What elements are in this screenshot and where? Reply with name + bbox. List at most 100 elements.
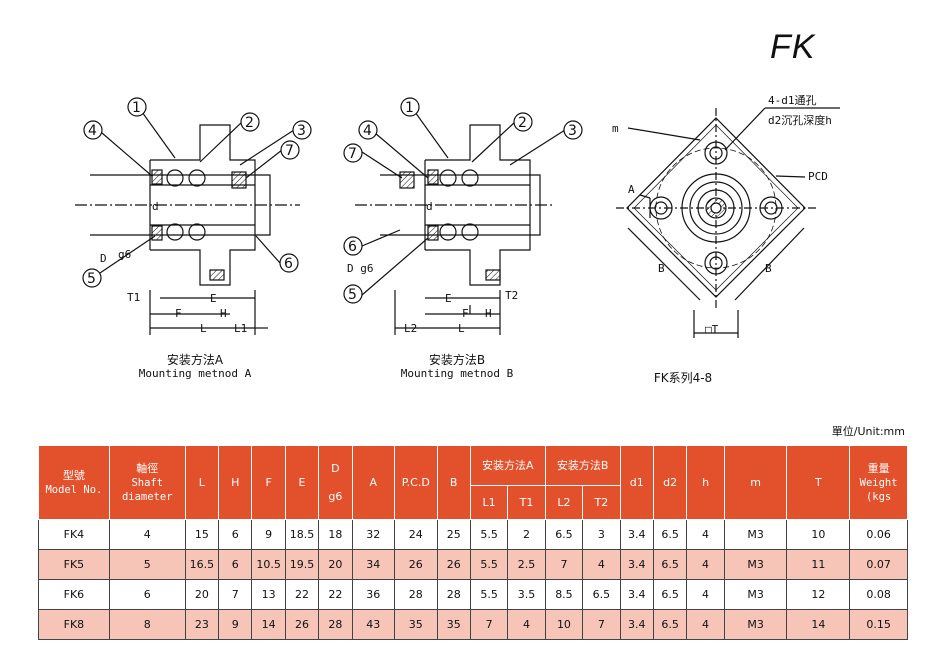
table-cell: 9 <box>251 519 286 550</box>
table-cell: 25 <box>436 519 471 550</box>
label-L1: L1 <box>234 322 247 335</box>
header-T2: T2 <box>582 485 621 520</box>
table-cell: 4 <box>686 609 725 640</box>
label-T2: T2 <box>505 289 518 302</box>
table-cell: 8 <box>108 609 186 640</box>
label-B-right: B <box>765 262 772 275</box>
label-m: m <box>612 122 619 135</box>
table-cell: 18.5 <box>284 519 320 550</box>
table-cell: 6.5 <box>652 579 688 610</box>
label-H: H <box>485 307 492 320</box>
table-cell: 13 <box>251 579 286 610</box>
table-cell: 4 <box>686 519 725 550</box>
table-cell: 9 <box>218 609 253 640</box>
table-cell: 5.5 <box>469 579 509 610</box>
header-d1: d1 <box>619 445 654 520</box>
unit-label: 單位/Unit:mm <box>831 425 905 438</box>
technical-drawings: 1 2 3 4 5 6 7 d D g6 T1 E F H L L1 <box>75 94 840 338</box>
table-cell: M3 <box>723 549 788 580</box>
label-6: 6 <box>348 239 357 255</box>
table-cell: 3.5 <box>507 579 546 610</box>
label-2: 2 <box>245 115 254 131</box>
label-F: F <box>175 307 182 320</box>
table-cell: 7 <box>469 609 509 640</box>
label-L: L <box>458 322 465 335</box>
figure-c-labels: 4-d1通孔 d2沉孔深度h m A PCD B B □T <box>612 94 832 336</box>
table-cell: 4 <box>686 549 725 580</box>
figure-a-mounting-method-a <box>75 111 300 335</box>
table-cell: FK6 <box>38 579 110 610</box>
table-cell: 7 <box>582 609 621 640</box>
table-cell: 23 <box>184 609 220 640</box>
table-cell: 6 <box>218 519 253 550</box>
table-cell: 5 <box>108 549 186 580</box>
table-cell: 6.5 <box>652 549 688 580</box>
table-cell: 4 <box>507 609 546 640</box>
table-cell: 20 <box>318 549 353 580</box>
caption-c-text: FK系列4-8 <box>653 371 713 385</box>
label-3: 3 <box>297 123 306 139</box>
table-cell: 4 <box>686 579 725 610</box>
header-m: m <box>723 445 788 520</box>
page-title: FK <box>770 28 816 66</box>
header-H: H <box>218 445 253 520</box>
label-5: 5 <box>87 271 96 287</box>
table-cell: 2 <box>507 519 546 550</box>
label-d: d <box>426 200 433 213</box>
table-cell: 34 <box>351 549 396 580</box>
table-cell: 28 <box>436 579 471 610</box>
table-cell: 18 <box>318 519 353 550</box>
table-cell: 10 <box>786 519 851 550</box>
table-cell: 26 <box>394 549 438 580</box>
table-cell: 5.5 <box>469 519 509 550</box>
table-cell: 7 <box>544 549 584 580</box>
label-T1: T1 <box>127 291 140 304</box>
label-T: □T <box>705 323 719 336</box>
table-cell: 4 <box>108 519 186 550</box>
table-cell: FK4 <box>38 519 110 550</box>
header-L1: L1 <box>469 485 509 520</box>
label-L: L <box>200 322 207 335</box>
caption-a-zh: 安装方法A <box>166 353 224 367</box>
table-cell: 26 <box>436 549 471 580</box>
table-cell: 16.5 <box>184 549 220 580</box>
label-L2: L2 <box>404 322 417 335</box>
label-B-left: B <box>658 262 665 275</box>
table-cell: 11 <box>786 549 851 580</box>
table-cell: 14 <box>251 609 286 640</box>
table-cell: 20 <box>184 579 220 610</box>
table-cell: 22 <box>318 579 353 610</box>
table-cell: 35 <box>436 609 471 640</box>
table-cell: M3 <box>723 579 788 610</box>
label-H: H <box>220 307 227 320</box>
label-5: 5 <box>348 287 357 303</box>
table-cell: 7 <box>218 579 253 610</box>
table-cell: 6 <box>108 579 186 610</box>
label-F: F <box>462 307 469 320</box>
header-method-b: 安装方法B <box>544 445 621 486</box>
header-L2: L2 <box>544 485 584 520</box>
header-E: E <box>284 445 320 520</box>
table-cell: 4 <box>582 549 621 580</box>
table-cell: 6.5 <box>582 579 621 610</box>
table-cell: M3 <box>723 519 788 550</box>
label-4: 4 <box>88 123 97 139</box>
caption-c: FK系列4-8 <box>628 372 738 385</box>
table-cell: FK8 <box>38 609 110 640</box>
label-g6: g6 <box>118 248 131 261</box>
caption-b: 安装方法B Mounting metnod B <box>382 354 532 381</box>
table-cell: 3.4 <box>619 549 654 580</box>
label-E: E <box>445 292 452 305</box>
table-cell: M3 <box>723 609 788 640</box>
header-A: A <box>351 445 396 520</box>
table-cell: 35 <box>394 609 438 640</box>
header-method-a: 安装方法A <box>469 445 546 486</box>
label-Dg6: D g6 <box>347 262 374 275</box>
caption-b-en: Mounting metnod B <box>400 367 514 380</box>
table-cell: 8.5 <box>544 579 584 610</box>
